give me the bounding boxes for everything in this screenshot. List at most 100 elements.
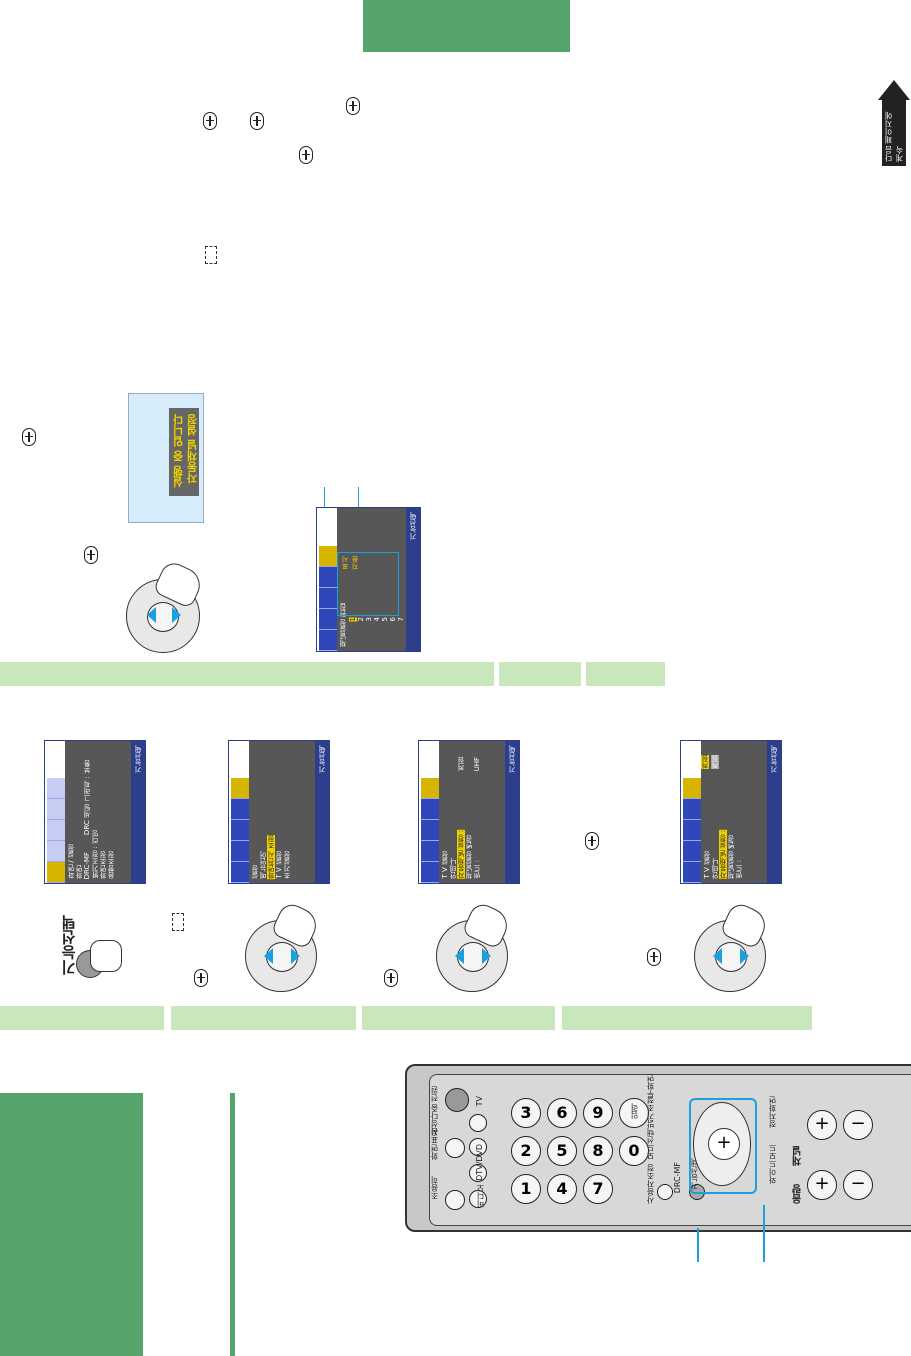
power-label: 전원 [430, 1086, 439, 1102]
audio-label: 음성다중 [430, 1104, 439, 1136]
osd-row: 3 [365, 616, 373, 621]
remote-control: 조용히 화면표시 전원 음성다중 TV DTV/DVD 비디오 1 2 3 4 … [405, 1064, 911, 1232]
num-8-button[interactable]: 8 [583, 1136, 613, 1166]
arrow-left-icon [455, 948, 464, 964]
drc-mf-button[interactable] [657, 1184, 673, 1200]
enter-button-icon [203, 112, 217, 130]
volume-up-button[interactable]: + [807, 1110, 837, 1140]
display-button[interactable] [445, 1138, 465, 1158]
arrow-right-icon [172, 607, 181, 623]
step-bar [586, 662, 665, 686]
enter-button-icon [194, 969, 208, 987]
video-label: 비디오 [476, 1184, 485, 1208]
continue-arrow [878, 80, 910, 100]
num-6-button[interactable]: 6 [547, 1098, 577, 1128]
num-1-button[interactable]: 1 [511, 1174, 541, 1204]
num-7-button[interactable]: 7 [583, 1174, 613, 1204]
mute-button[interactable] [445, 1190, 465, 1210]
osd-bottom-strip: 기능선택 [767, 741, 781, 883]
osd-tabs [229, 741, 249, 883]
arrow-left-icon [713, 948, 722, 964]
osd-item: 메뉴언어 [259, 851, 267, 879]
autoscan-screen: 자동채널 설정 실행 중 입니다 [128, 393, 204, 523]
audio-button[interactable] [469, 1138, 487, 1156]
continue-label: 다음 페이지에 계속 [884, 111, 904, 162]
osd-bottom-strip: 기능선택 [131, 741, 145, 883]
osd-title: 설정 [251, 865, 259, 879]
osd-item: T V 설정 [275, 851, 283, 879]
osd-value: 켜짐 [701, 755, 709, 769]
osd-title: 화면 / 설정 [67, 844, 75, 879]
osd-tab-input [319, 567, 337, 588]
enter-button-icon [647, 948, 661, 966]
osd-item: 안테나 [449, 858, 457, 879]
num-3-button[interactable]: 3 [511, 1098, 541, 1128]
osd-item: 밝기조정 : 리빙 [91, 830, 99, 879]
channel-up-button[interactable]: + [807, 1170, 837, 1200]
num-2-button[interactable]: 2 [511, 1136, 541, 1166]
osd-tab-setup [319, 546, 337, 567]
osd-item: 음향조정 [107, 851, 115, 879]
osd-title: T V 설정 [441, 851, 449, 879]
osd-tab-picture [319, 630, 337, 651]
channel-edit-highlight-box [337, 552, 399, 616]
osd-tab-sound [319, 609, 337, 630]
input-button[interactable]: 입력 [619, 1098, 649, 1128]
channel-label: 채널 [793, 1146, 804, 1166]
osd-item: 화면조정 [99, 851, 107, 879]
osd-extra: DRC 세팅 그래픽 : 보통 [83, 759, 91, 835]
header-banner [363, 0, 570, 52]
picture-menu-screen: 기능선택 화면 / 설정 화면 DRC-MF 밝기조정 : 리빙 화면조정 음향… [44, 740, 146, 884]
tv-label: TV [475, 1096, 484, 1107]
volume-down-button[interactable]: − [843, 1110, 873, 1140]
arrow-right-icon [291, 948, 300, 964]
osd-value: 켜짐 [457, 757, 465, 771]
video-button[interactable] [469, 1190, 487, 1208]
num-4-button[interactable]: 4 [547, 1174, 577, 1204]
osd-item: 밴드 : [735, 860, 743, 879]
osd-value: UHF [473, 757, 481, 772]
num-9-button[interactable]: 9 [583, 1098, 613, 1128]
remote-face [429, 1074, 911, 1226]
osd-row: 7 [397, 616, 405, 621]
osd-item: 밴드 : [473, 860, 481, 879]
power-button[interactable] [445, 1088, 469, 1112]
section-sidebar [0, 1093, 143, 1356]
menu-button-label: 기능선택 [60, 915, 78, 975]
step-bar [0, 662, 494, 686]
setup-menu-screen: 기능선택 설정 메뉴언어 화면전시 조정 T V 설정 초기설정 [228, 740, 330, 884]
arrow-left-icon [147, 607, 156, 623]
channel-edit-screen: 기능선택 채널설정 편집 1 2 3 4 5 6 7 표시 지움 [316, 507, 421, 652]
enter-button-icon [250, 112, 264, 130]
osd-col-label: 지움 [351, 556, 359, 570]
osd-hint: 기능선택 [134, 745, 142, 773]
tv-button[interactable] [469, 1114, 487, 1132]
autoscan-line2: 실행 중 입니다 [172, 414, 185, 488]
channel-down-button[interactable]: − [843, 1170, 873, 1200]
dpad-highlight-box [689, 1098, 757, 1194]
dtv-button[interactable] [469, 1164, 487, 1182]
osd-item-selected: 자동채널 설정 : [719, 830, 727, 879]
osd-item-selected: 화면전시 조정 [267, 834, 275, 879]
callout-line [763, 1205, 765, 1262]
num-0-button[interactable]: 0 [619, 1136, 649, 1166]
arrow-right-icon [740, 948, 749, 964]
enter-button-icon [585, 832, 599, 850]
callout-line [697, 1228, 699, 1262]
freeze-label: 정지화면 [768, 1096, 777, 1128]
osd-row: 5 [381, 616, 389, 621]
dpad[interactable]: + [693, 1102, 751, 1186]
enter-button-icon [299, 146, 313, 164]
dpad-enter-button[interactable]: + [708, 1128, 740, 1160]
enter-button-icon [22, 428, 36, 446]
osd-item: 채널설정 변경 [727, 834, 735, 879]
drc-mf-label: DRC-MF [673, 1162, 682, 1194]
arrow-right-icon [482, 948, 491, 964]
osd-bottom-strip: 기능선택 [315, 741, 329, 883]
osd-item: DRC-MF [83, 851, 91, 879]
num-5-button[interactable]: 5 [547, 1136, 577, 1166]
osd-tabs [681, 741, 701, 883]
osd-item-selected: 자동채널 설정 : [457, 830, 465, 879]
osd-hint: 기능선택 [770, 745, 778, 773]
osd-item: 채널설정 변경 [465, 834, 473, 879]
